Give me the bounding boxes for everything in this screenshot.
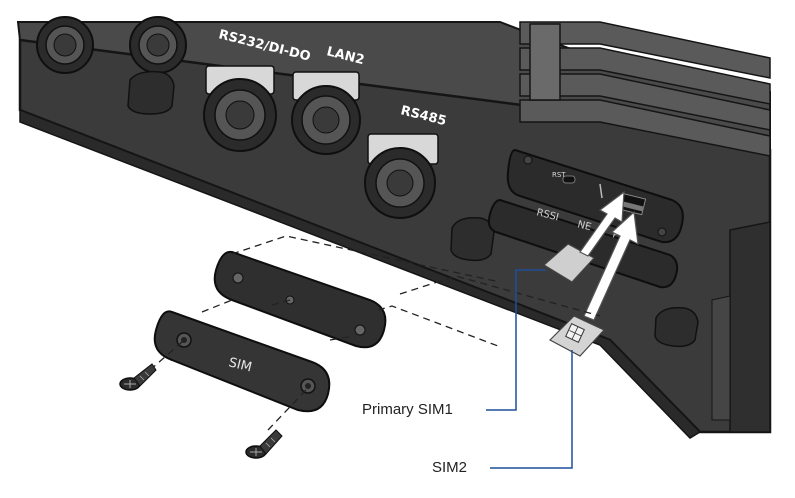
rubber-foot-center [450,216,495,262]
leader-sim2 [490,350,573,469]
connector-rs232 [203,65,277,152]
connector-top-left-2 [129,16,187,74]
insert-arrow-sim2 [583,210,639,321]
rubber-foot-right [654,306,699,348]
screw-left [119,363,157,391]
cover-gasket [213,250,387,349]
callout-sim2: SIM2 [432,459,468,476]
sim2-card [549,315,605,357]
rssi-label: RSSI [535,207,560,223]
leader-primary-sim1 [486,269,546,411]
insert-arrow-sim1 [579,190,625,257]
connector-rs485 [364,133,439,219]
callout-leader-lines [486,269,573,469]
primary-sim1-card [542,243,595,283]
net-label: NE [576,219,592,233]
connector-lan2 [291,71,361,155]
side-recess [729,221,771,433]
sim-slot-2 [621,201,645,212]
screw-right [245,429,283,459]
sim-cover-plate: SIM [153,310,331,413]
connector-top-left-1 [36,16,94,74]
pwr-label: P [611,229,620,241]
assembly-guide-lines [149,235,601,431]
sim-panel: RST [506,148,684,244]
rubber-foot-left [127,70,175,115]
device-body [16,21,772,439]
reset-button [562,175,576,184]
rst-label: RST [552,171,566,179]
callout-primary-sim1: Primary SIM1 [362,401,453,418]
indicator-strip: RSSI NE P [487,198,679,289]
heat-sink-fins [519,21,771,157]
sim-cover-label: SIM [227,355,253,375]
